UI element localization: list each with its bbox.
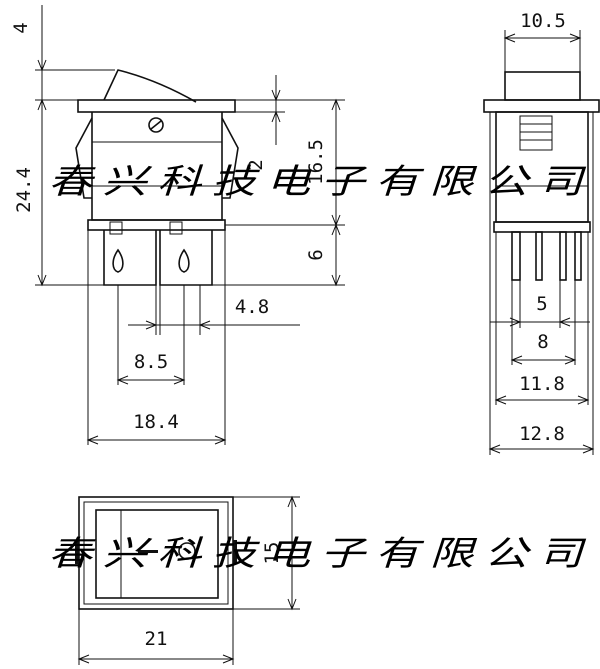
- front-base: [87, 219, 226, 231]
- rocker-actuator: [103, 69, 197, 103]
- watermark-top: 春兴科技电子有限公司: [48, 162, 593, 202]
- terminal-left: [103, 230, 157, 286]
- top-view: 15 21: [75, 495, 300, 665]
- side-pin-3: [559, 231, 567, 281]
- top-frame-inner: [83, 501, 229, 605]
- side-pin-1: [511, 231, 521, 281]
- terminal-right: [159, 230, 213, 286]
- right-clip: [221, 117, 239, 199]
- side-view: 10.5 5 8 11.8 12.8: [483, 10, 600, 455]
- side-grille: [519, 115, 553, 151]
- side-actuator: [504, 71, 581, 101]
- dim-base-width: 18.4: [133, 411, 179, 433]
- dim-side-top-width: 10.5: [520, 10, 566, 32]
- dim-pin-pitch: 8.5: [134, 351, 168, 373]
- dim-side-body-width: 11.8: [519, 373, 565, 395]
- screw-icon: [148, 117, 164, 133]
- dim-body-height: 16.5: [305, 139, 327, 185]
- top-rocker-face: [95, 509, 219, 599]
- left-clip: [75, 117, 93, 199]
- marking-line-icon: [138, 550, 158, 553]
- side-pin-2: [535, 231, 543, 281]
- dim-top-height: 4: [10, 22, 32, 33]
- dim-side-pin-outer: 8: [537, 331, 548, 353]
- side-bezel: [483, 99, 600, 113]
- terminal-hole-right: [178, 248, 190, 273]
- dim-bottom-width: 21: [145, 628, 168, 650]
- dim-pin-length: 6: [305, 249, 327, 260]
- dim-side-pin-inner: 5: [536, 293, 547, 315]
- front-view: 4 24.4 2 16.5 6 4.8 8.5: [10, 5, 345, 445]
- watermark-bottom: 春兴科技电子有限公司: [48, 534, 593, 574]
- side-base: [493, 221, 591, 233]
- dim-total-height: 24.4: [13, 167, 35, 213]
- dim-mid-gap: 2: [245, 159, 267, 170]
- front-bezel: [77, 99, 236, 113]
- terminal-hole-left: [112, 248, 124, 273]
- marking-circle-icon: [178, 542, 196, 560]
- dim-pin-spacing: 4.8: [235, 296, 269, 318]
- dim-side-total-width: 12.8: [519, 423, 565, 445]
- dim-bottom-height: 15: [261, 542, 283, 565]
- side-pin-4: [574, 231, 582, 281]
